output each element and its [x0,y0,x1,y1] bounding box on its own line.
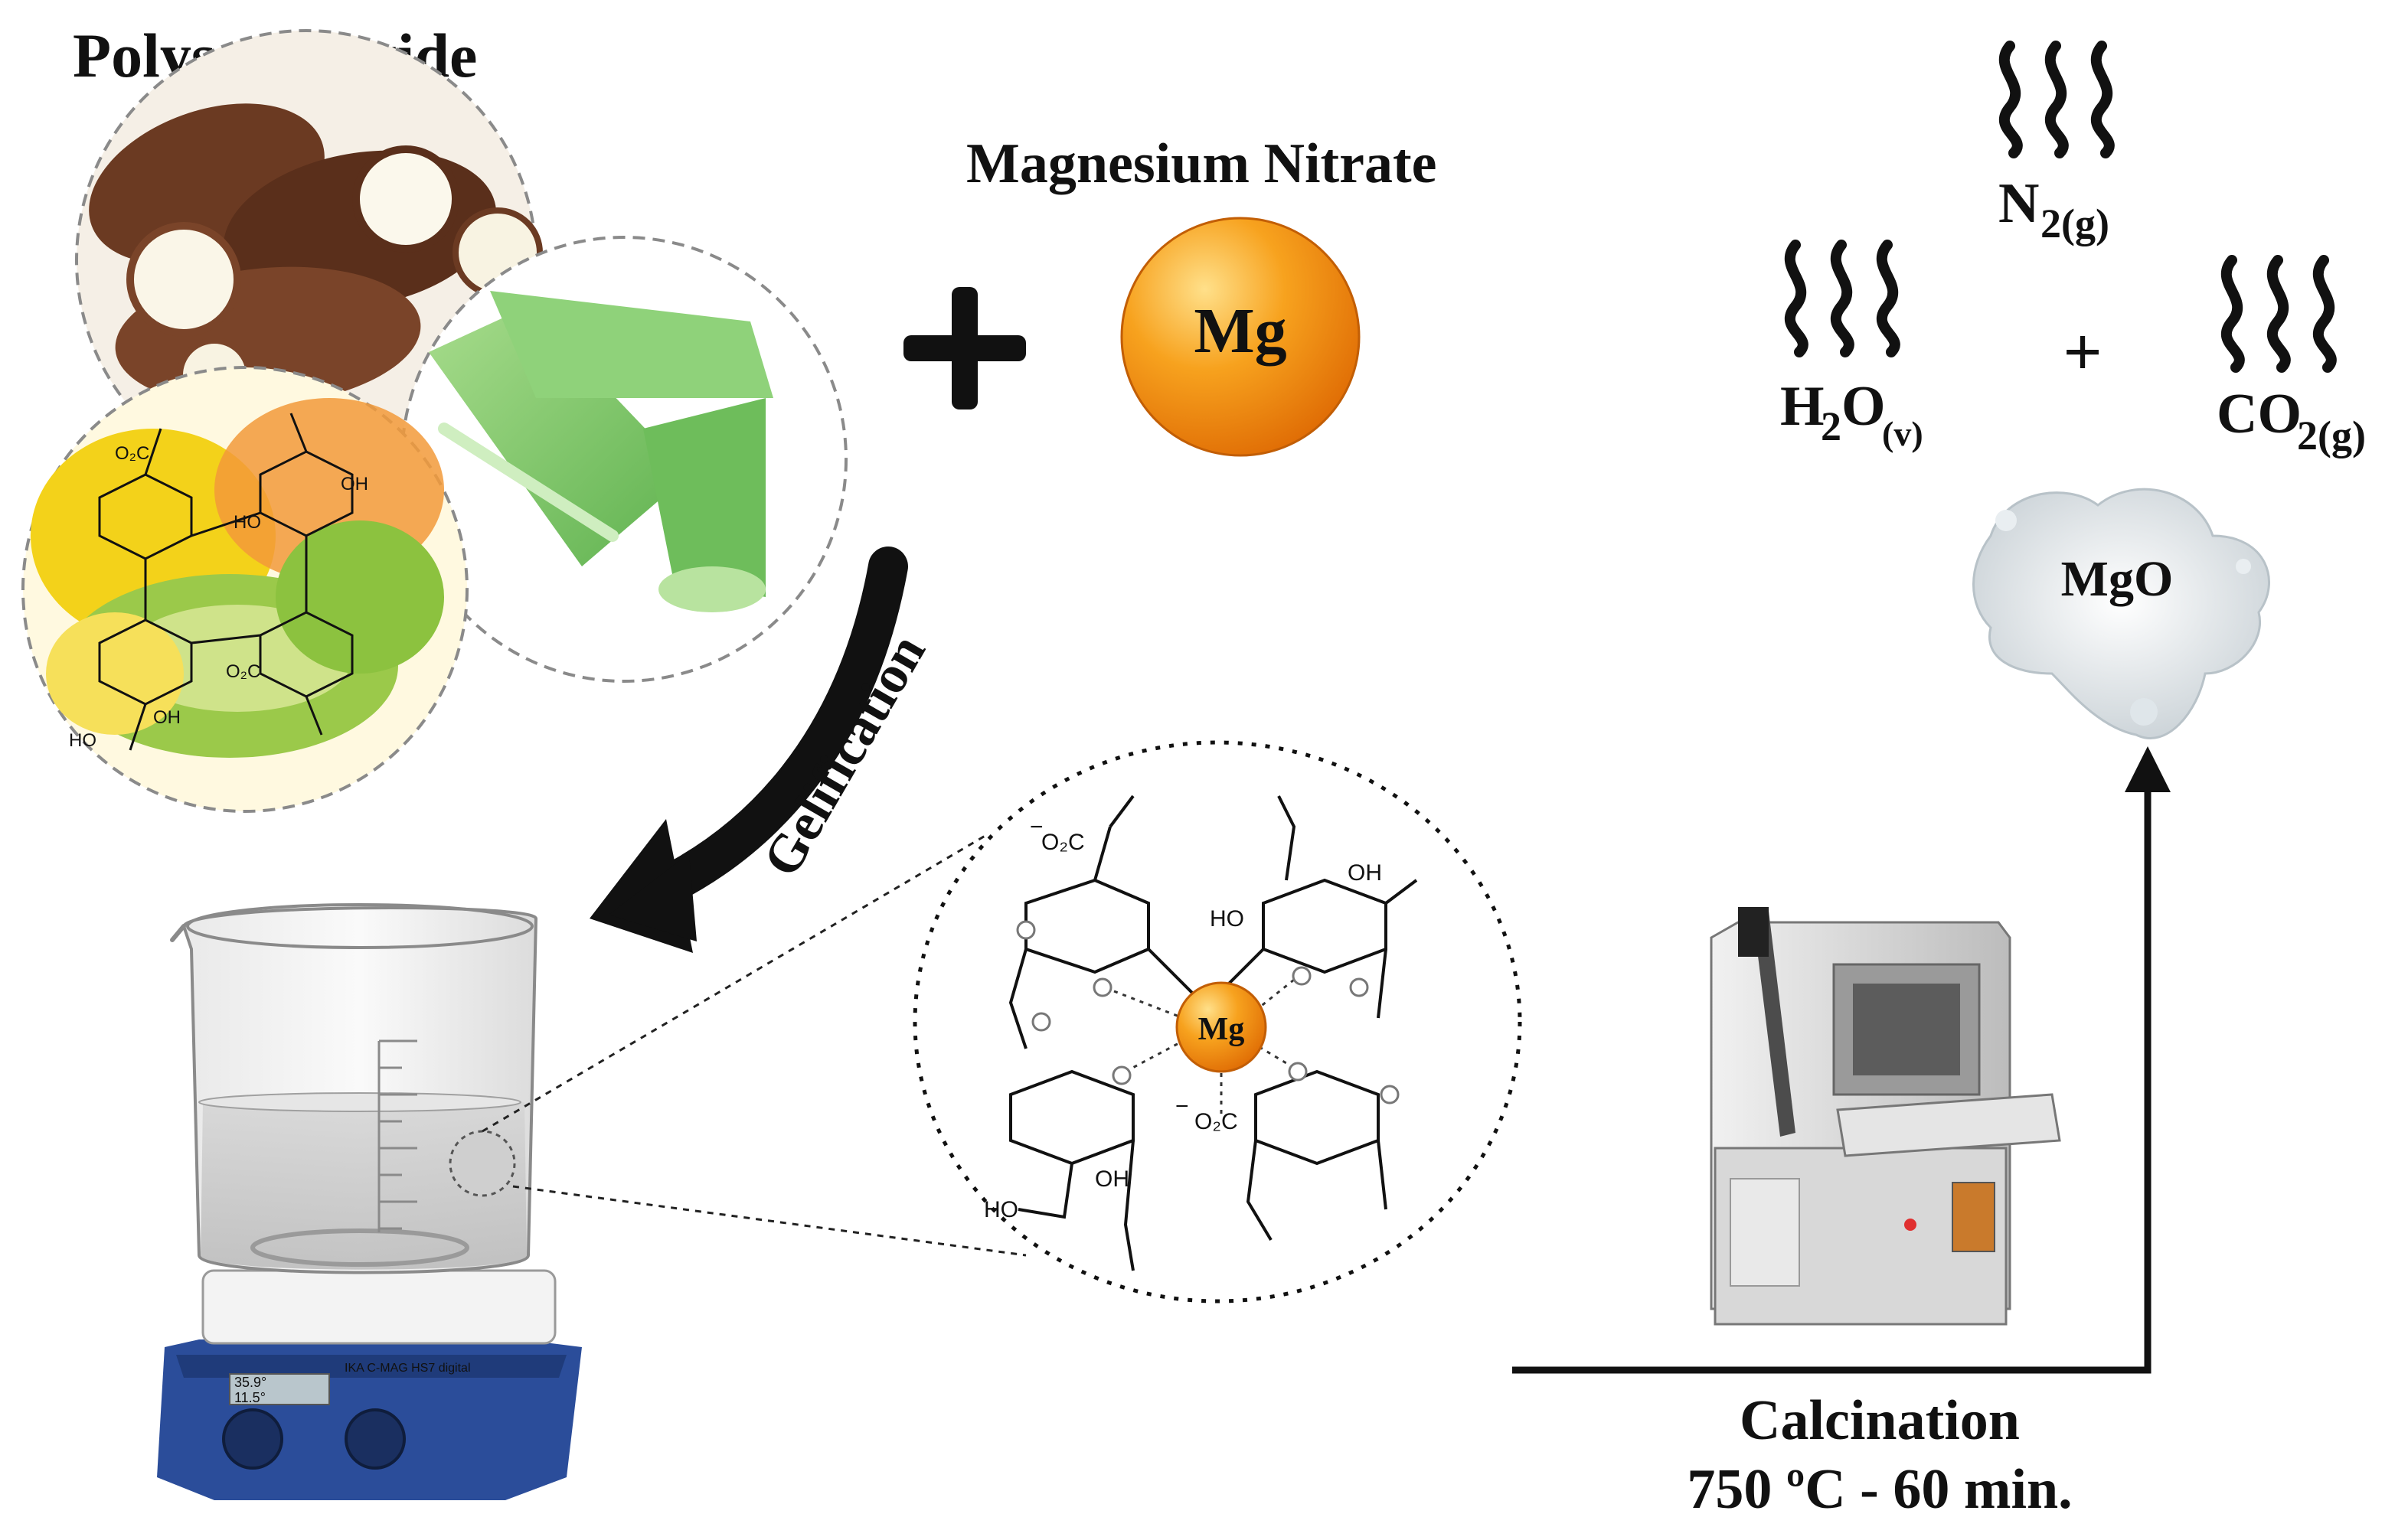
calcination-label: Calcination [1740,1389,2020,1452]
temperature-knob[interactable] [222,1408,283,1470]
o2c-label: O₂C [1194,1109,1238,1134]
mg-polysaccharide-complex: Mg O₂C − OH HO O₂C − OH HO [913,740,1522,1303]
mg-ion [1175,981,1267,1073]
h2o-subscript-2: 2 [1821,403,1841,449]
oh-label: OH [1348,860,1382,886]
speed-knob[interactable] [345,1408,406,1470]
polysaccharide-structure-overlay [98,413,354,751]
beaker [170,903,538,1274]
mg-sphere-label: Mg [1194,295,1286,367]
hotplate-brand: IKA C-MAG HS7 digital [345,1362,471,1375]
o2c-label: O₂C [115,443,149,464]
oh-label: OH [341,474,368,494]
h2o-subscript-state: (v) [1882,414,1923,453]
plus-sign [903,287,1026,409]
calcination-arrow [1512,746,2171,1374]
n2-gas-formula: N 2(g) [1998,172,2109,246]
n2-subscript: 2(g) [2040,201,2109,246]
gelification-arrow [590,547,908,953]
gas-wavy-lines [1784,41,2337,373]
oh-label: OH [153,707,181,728]
coordination-bonds [1113,978,1295,1114]
mg-sphere: Mg [1120,217,1361,457]
muffle-furnace [1710,907,2061,1326]
mgo-powder: MgO [1972,488,2270,740]
co2-subscript: 2(g) [2297,413,2366,458]
hotplate-display-top: 35.9° [234,1375,266,1390]
furnace-handle [1753,911,1795,1137]
complex-labels: O₂C − OH HO O₂C − OH HO [984,814,1382,1222]
polysaccharide-overlay-labels: O₂C OH HO O₂C OH HO [69,443,368,751]
gas-plus-sign: + [2063,315,2102,390]
zoom-connectors [482,833,1027,1257]
ho-label: HO [984,1197,1018,1222]
zoom-region [449,1130,516,1197]
mgo-label: MgO [2061,551,2174,607]
o2c-label: O₂C [1041,830,1085,855]
h2o-gas-formula: H 2 O (v) [1780,375,1923,453]
charge-label: − [1030,814,1044,840]
o2c-label: O₂C [226,661,260,682]
ho-label: HO [234,512,261,533]
furnace-door [1836,1093,2061,1157]
h2o-o: O [1841,375,1886,438]
ho-label: HO [1210,906,1244,932]
ho-label: HO [69,730,96,751]
furnace-indicator-light [1904,1219,1916,1231]
h2o-h: H [1780,375,1825,438]
citrus-image [21,366,469,813]
oh-label: OH [1095,1166,1129,1192]
charge-label: − [1175,1094,1189,1119]
co2-gas-formula: CO 2(g) [2217,383,2366,458]
oxygen-atoms [1016,920,1400,1104]
aloe-vera-image [400,236,848,683]
furnace-control-panel [1952,1182,1995,1252]
beaker-graduations [377,1039,417,1232]
polysaccharide-sources: Polysaccharide [21,21,848,813]
hotplate-display-bottom: 11.5° [234,1390,266,1405]
n2-main: N [1998,172,2039,235]
complex-structure [1008,794,1418,1271]
calcination-conditions: 750 ºC - 60 min. [1687,1458,2072,1521]
mg-complex-label: Mg [1198,1012,1245,1047]
magnesium-nitrate-label: Magnesium Nitrate [966,132,1436,195]
hotplate-stirrer: 35.9° 11.5° IKA C-MAG HS7 digital [157,1269,582,1500]
co2-main: CO [2217,383,2302,445]
